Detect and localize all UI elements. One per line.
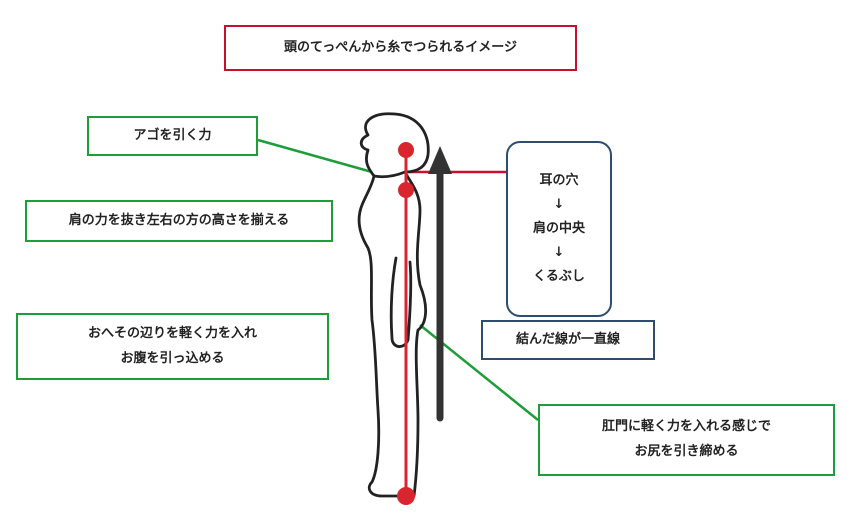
shoulder-point [398, 182, 414, 198]
human-figure [357, 112, 430, 498]
ear-point [398, 142, 414, 158]
anus-label-box: 肛門に軽く力を入れる感じで お尻を引き締める [538, 404, 835, 476]
navel-label-line1: おへその辺りを軽く力を入れ [87, 325, 257, 341]
chin-label: アゴを引く力 [133, 127, 212, 143]
straight-line-box: 結んだ線が一直線 [481, 320, 655, 360]
alignment-ankle: くるぶし [533, 269, 585, 285]
anus-label-line1: 肛門に軽く力を入れる感じで [601, 419, 771, 435]
ankle-point [397, 487, 415, 505]
anus-label-line2: お尻を引き締める [634, 444, 739, 459]
title-box: 頭のてっぺんから糸でつられるイメージ [224, 25, 577, 71]
alignment-panel: 耳の穴 ↓ 肩の中央 ↓ くるぶし [506, 141, 612, 317]
title-text: 頭のてっぺんから糸でつられるイメージ [284, 39, 517, 55]
upward-arrow-icon [428, 146, 452, 422]
alignment-shoulder: 肩の中央 [532, 220, 585, 236]
alignment-ear: 耳の穴 [539, 172, 579, 188]
shoulders-label: 肩の力を抜き左右の方の高さを揃える [68, 212, 290, 228]
chin-connector [257, 138, 373, 174]
chin-label-box: アゴを引く力 [87, 116, 258, 156]
alignment-arrow-1: ↓ [553, 196, 565, 212]
navel-label-box: おへその辺りを軽く力を入れ お腹を引っ込める [16, 313, 329, 380]
alignment-arrow-2: ↓ [553, 245, 565, 261]
navel-label-line2: お腹を引っ込める [120, 350, 225, 366]
straight-line-label: 結んだ線が一直線 [515, 331, 620, 347]
shoulders-label-box: 肩の力を抜き左右の方の高さを揃える [25, 200, 333, 242]
